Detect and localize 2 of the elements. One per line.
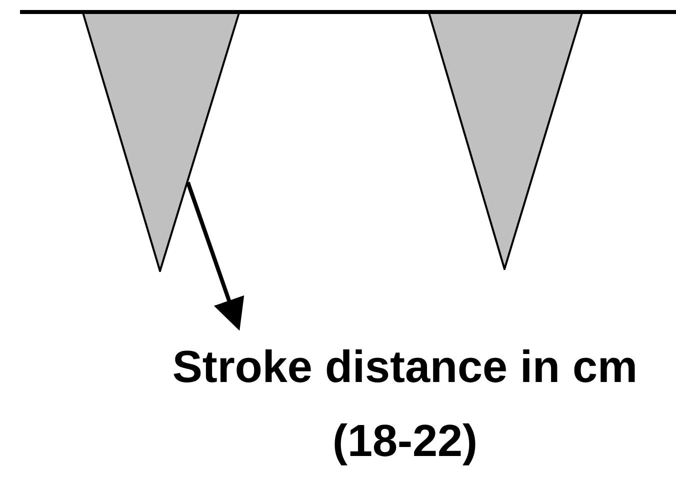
- arrow: [186, 182, 244, 331]
- caption-text: Stroke distance in cm (18-22): [171, 340, 639, 468]
